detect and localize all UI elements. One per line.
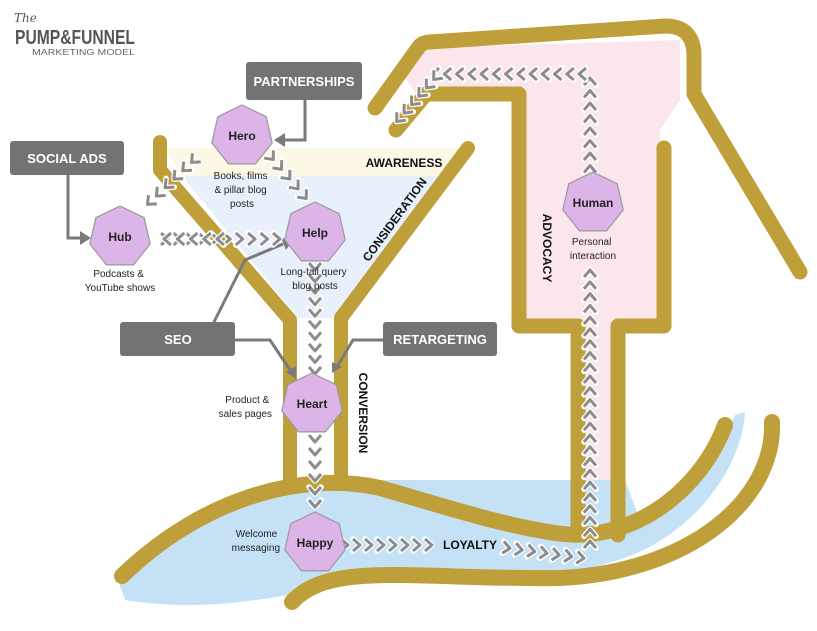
stage-label-conversion: CONVERSION <box>356 373 370 454</box>
channel-box-bg <box>120 322 235 356</box>
advocacy-body-fill <box>400 40 680 520</box>
channel-box-bg <box>246 62 362 100</box>
flow-chevron <box>191 233 198 245</box>
node-hero-label: Hero <box>228 129 255 143</box>
happy-description: Welcome messaging <box>232 529 280 554</box>
heart-desc-line: sales pages <box>219 409 272 420</box>
node-happy-label: Happy <box>297 536 334 550</box>
node-help: Help <box>284 201 346 262</box>
channel-box-bg <box>10 141 124 175</box>
node-happy: Happy <box>284 511 346 572</box>
advocacy-outer-pipe <box>367 18 808 280</box>
node-heart-heptagon <box>281 372 343 433</box>
channel-label-social-ads: SOCIAL ADS <box>27 151 107 166</box>
hero-desc-line: Books, films <box>214 171 268 182</box>
node-hero: Hero <box>211 104 273 165</box>
channel-label-seo: SEO <box>164 332 191 347</box>
logo: The PUMP&FUNNEL MARKETING MODEL <box>14 11 136 57</box>
channel-label-retargeting: RETARGETING <box>393 332 487 347</box>
happy-desc-line: messaging <box>232 543 280 554</box>
hub-description: Podcasts & YouTube shows <box>85 269 155 294</box>
channel-connectors <box>66 100 383 371</box>
logo-name: PUMP&FUNNEL <box>15 27 135 49</box>
node-help-heptagon <box>284 201 346 262</box>
hub-desc-line: YouTube shows <box>85 283 155 294</box>
node-hub: Hub <box>89 205 151 266</box>
channel-box-bg <box>383 322 497 356</box>
node-hub-label: Hub <box>108 230 131 244</box>
channel-box-partnerships: PARTNERSHIPS <box>246 62 362 100</box>
flow-chevron <box>309 474 321 481</box>
flow-chevron <box>309 461 321 468</box>
partnerships-connector <box>283 100 307 142</box>
help-to-heart-flow <box>309 263 321 374</box>
stage-label-advocacy: ADVOCACY <box>540 214 554 283</box>
help-desc-line: blog posts <box>292 281 338 292</box>
flow-chevron <box>309 448 321 455</box>
hero-desc-line: & pillar blog <box>214 185 266 196</box>
connector-arrowheads <box>80 133 342 379</box>
flow-chevron <box>309 344 321 351</box>
help-desc-line: Long-tail query <box>281 267 347 278</box>
loyalty-pipes <box>114 414 781 610</box>
happy-desc-line: Welcome <box>236 529 278 540</box>
partnerships-arrowhead <box>274 133 285 147</box>
flow-chevron <box>309 321 321 328</box>
flow-chevron <box>177 233 184 245</box>
logo-subtitle: MARKETING MODEL <box>32 48 136 57</box>
human-desc-line: interaction <box>570 251 616 262</box>
human-desc-line: Personal <box>572 237 611 248</box>
social-ads-arrowhead <box>80 231 91 245</box>
human-description: Personal interaction <box>570 237 616 262</box>
advocacy-inner-pipe <box>388 86 586 543</box>
stage-label-loyalty: LOYALTY <box>443 538 497 552</box>
node-human: Human <box>562 171 624 232</box>
node-human-heptagon <box>562 171 624 232</box>
advocacy-pipes <box>367 18 808 543</box>
channel-label-partnerships: PARTNERSHIPS <box>254 74 355 89</box>
node-heart-label: Heart <box>297 397 328 411</box>
funnel-right-wall <box>334 141 475 489</box>
heart-desc-line: Product & <box>225 395 269 406</box>
node-human-label: Human <box>573 196 614 210</box>
node-happy-heptagon <box>284 511 346 572</box>
advocacy-right-pipe <box>610 140 672 543</box>
retargeting-arrowhead <box>332 362 342 373</box>
seo-to-heart-connector <box>235 338 292 371</box>
channel-box-seo: SEO <box>120 322 235 356</box>
seo-heart-arrowhead <box>286 366 296 379</box>
logo-prefix: The <box>14 11 37 25</box>
flow-chevron <box>204 233 211 245</box>
node-help-label: Help <box>302 226 328 240</box>
channel-box-social-ads: SOCIAL ADS <box>10 141 124 175</box>
flow-chevron <box>309 435 321 442</box>
seo-to-help-connector <box>210 242 284 327</box>
hero-desc-line: posts <box>230 199 254 210</box>
help-description: Long-tail query blog posts <box>281 267 350 292</box>
loyalty-bottom-pipe <box>284 414 781 610</box>
node-heart: Heart <box>281 372 343 433</box>
hub-desc-line: Podcasts & <box>93 269 144 280</box>
node-hero-heptagon <box>211 104 273 165</box>
retargeting-connector <box>336 338 383 366</box>
flow-chevron <box>309 355 321 362</box>
hero-description: Books, films & pillar blog posts <box>214 171 271 210</box>
stage-label-awareness: AWARENESS <box>366 156 443 170</box>
channel-box-retargeting: RETARGETING <box>383 322 497 356</box>
social-ads-connector <box>66 170 82 240</box>
flow-chevron <box>309 332 321 339</box>
human-up-flow <box>584 78 596 185</box>
node-hub-heptagon <box>89 205 151 266</box>
loyalty-top-pipe <box>114 417 733 584</box>
heart-description: Product & sales pages <box>219 395 272 420</box>
